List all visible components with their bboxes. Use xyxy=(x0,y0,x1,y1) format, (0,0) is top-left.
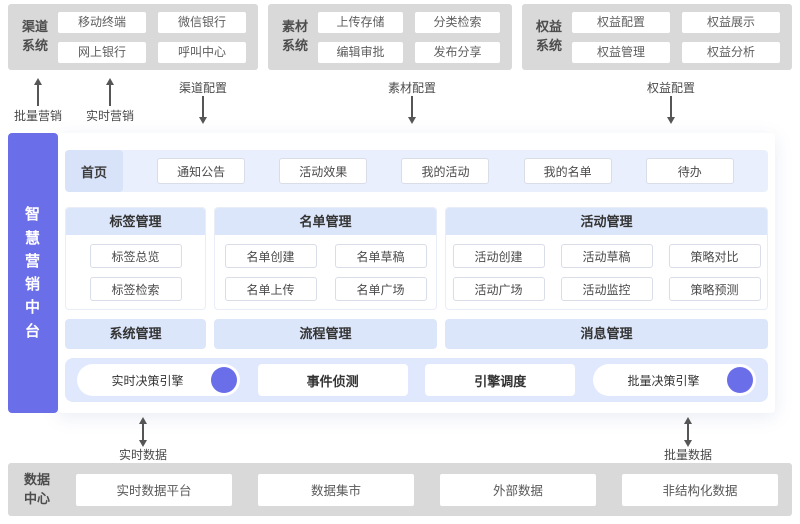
benefit-system-items: 权益配置 权益展示 权益管理 权益分析 xyxy=(572,11,780,63)
benefit-config-flow-label: 权益配置 xyxy=(646,81,695,95)
benefit-item-config: 权益配置 xyxy=(572,11,670,33)
activity-management-items: 活动创建 活动草稿 策略对比 活动广场 活动监控 策略预测 xyxy=(446,235,767,309)
data-mart-box: 数据集市 xyxy=(258,473,414,506)
home-tab: 首页 xyxy=(65,150,123,192)
platform-sidebar: 智慧营销中台 xyxy=(8,133,58,413)
process-management-bar: 流程管理 xyxy=(214,319,437,349)
external-data-box: 外部数据 xyxy=(440,473,596,506)
benefit-item-analysis: 权益分析 xyxy=(682,41,780,63)
material-item-category-search: 分类检索 xyxy=(415,11,500,33)
material-system-items: 上传存储 分类检索 编辑审批 发布分享 xyxy=(318,11,500,63)
activity-draft-item: 活动草稿 xyxy=(560,243,653,268)
top-systems-row: 渠道系统 移动终端 微信银行 网上银行 呼叫中心 素材系统 上传存储 分类检索 … xyxy=(8,4,792,70)
list-create-item: 名单创建 xyxy=(224,243,317,268)
material-item-edit-approval: 编辑审批 xyxy=(318,41,403,63)
home-item-notice: 通知公告 xyxy=(157,158,246,184)
activity-create-item: 活动创建 xyxy=(452,243,545,268)
tag-search-item: 标签检索 xyxy=(89,276,182,301)
unstructured-data-box: 非结构化数据 xyxy=(622,473,778,506)
data-center-label: 数据中心 xyxy=(24,471,51,506)
home-item-activity-effect: 活动效果 xyxy=(279,158,368,184)
benefit-item-manage: 权益管理 xyxy=(572,41,670,63)
batch-decision-engine: 批量决策引擎 xyxy=(592,364,756,396)
tag-management-section: 标签管理 标签总览 标签检索 xyxy=(65,207,206,310)
engine-scheduling-box: 引擎调度 xyxy=(425,364,576,396)
realtime-data-updown-arrow-icon xyxy=(135,417,151,447)
data-center-panel: 数据中心 实时数据平台 数据集市 外部数据 非结构化数据 xyxy=(8,463,792,516)
engine-dot-icon xyxy=(726,367,753,393)
system-management-bar: 系统管理 xyxy=(65,319,206,349)
benefit-item-display: 权益展示 xyxy=(682,11,780,33)
list-management-title: 名单管理 xyxy=(215,208,436,235)
realtime-data-flow-label: 实时数据 xyxy=(118,448,167,462)
management-sections: 标签管理 标签总览 标签检索 名单管理 名单创建 名单草稿 名单上传 名单广场 … xyxy=(65,207,768,310)
strategy-predict-item: 策略预测 xyxy=(668,276,761,301)
platform-body: 首页 通知公告 活动效果 我的活动 我的名单 待办 标签管理 标签总览 标签检索… xyxy=(58,133,775,413)
manage-bars: 系统管理 流程管理 消息管理 xyxy=(65,319,768,349)
batch-data-updown-arrow-icon xyxy=(680,417,696,447)
batch-marketing-up-arrow-icon xyxy=(30,78,46,106)
benefit-system-label: 权益系统 xyxy=(536,19,563,53)
home-items: 通知公告 活动效果 我的活动 我的名单 待办 xyxy=(123,158,768,184)
realtime-marketing-flow-label: 实时营销 xyxy=(85,109,134,123)
list-management-items: 名单创建 名单草稿 名单上传 名单广场 xyxy=(215,235,436,309)
material-config-down-arrow-icon xyxy=(404,96,420,124)
activity-monitor-item: 活动监控 xyxy=(560,276,653,301)
home-item-todo: 待办 xyxy=(645,158,734,184)
channel-item-online-bank: 网上银行 xyxy=(58,41,146,63)
event-detection-box: 事件侦测 xyxy=(257,364,408,396)
realtime-decision-engine-label: 实时决策引擎 xyxy=(111,373,184,388)
activity-plaza-item: 活动广场 xyxy=(452,276,545,301)
realtime-data-platform-box: 实时数据平台 xyxy=(76,473,232,506)
activity-management-section: 活动管理 活动创建 活动草稿 策略对比 活动广场 活动监控 策略预测 xyxy=(445,207,768,310)
message-management-bar: 消息管理 xyxy=(445,319,768,349)
material-system-panel: 素材系统 上传存储 分类检索 编辑审批 发布分享 xyxy=(268,4,512,70)
channel-item-call-center: 呼叫中心 xyxy=(158,41,246,63)
channel-item-mobile: 移动终端 xyxy=(58,11,146,33)
tag-management-items: 标签总览 标签检索 xyxy=(66,235,205,309)
material-item-publish-share: 发布分享 xyxy=(415,41,500,63)
benefit-system-panel: 权益系统 权益配置 权益展示 权益管理 权益分析 xyxy=(522,4,792,70)
home-row: 首页 通知公告 活动效果 我的活动 我的名单 待办 xyxy=(65,150,768,192)
engine-row: 实时决策引擎 事件侦测 引擎调度 批量决策引擎 xyxy=(65,358,768,402)
list-plaza-item: 名单广场 xyxy=(334,276,427,301)
home-item-my-activity: 我的活动 xyxy=(401,158,490,184)
material-config-flow-label: 素材配置 xyxy=(387,81,436,95)
list-upload-item: 名单上传 xyxy=(224,276,317,301)
list-management-section: 名单管理 名单创建 名单草稿 名单上传 名单广场 xyxy=(214,207,437,310)
home-item-my-list: 我的名单 xyxy=(523,158,612,184)
batch-marketing-flow-label: 批量营销 xyxy=(13,109,62,123)
realtime-decision-engine: 实时决策引擎 xyxy=(77,364,240,396)
realtime-marketing-up-arrow-icon xyxy=(102,78,118,106)
channel-system-items: 移动终端 微信银行 网上银行 呼叫中心 xyxy=(58,11,246,63)
tag-overview-item: 标签总览 xyxy=(89,243,182,268)
list-draft-item: 名单草稿 xyxy=(334,243,427,268)
channel-config-down-arrow-icon xyxy=(195,96,211,124)
activity-management-title: 活动管理 xyxy=(446,208,767,235)
platform-title: 智慧营销中台 xyxy=(24,206,41,340)
material-item-upload-storage: 上传存储 xyxy=(318,11,403,33)
channel-item-wechat-bank: 微信银行 xyxy=(158,11,246,33)
channel-system-label: 渠道系统 xyxy=(22,19,49,53)
material-system-label: 素材系统 xyxy=(282,19,309,53)
channel-system-panel: 渠道系统 移动终端 微信银行 网上银行 呼叫中心 xyxy=(8,4,258,70)
strategy-compare-item: 策略对比 xyxy=(668,243,761,268)
engine-dot-icon xyxy=(211,367,237,393)
channel-config-flow-label: 渠道配置 xyxy=(178,81,227,95)
batch-data-flow-label: 批量数据 xyxy=(663,448,712,462)
batch-decision-engine-label: 批量决策引擎 xyxy=(627,373,700,388)
benefit-config-down-arrow-icon xyxy=(663,96,679,124)
tag-management-title: 标签管理 xyxy=(66,208,205,235)
